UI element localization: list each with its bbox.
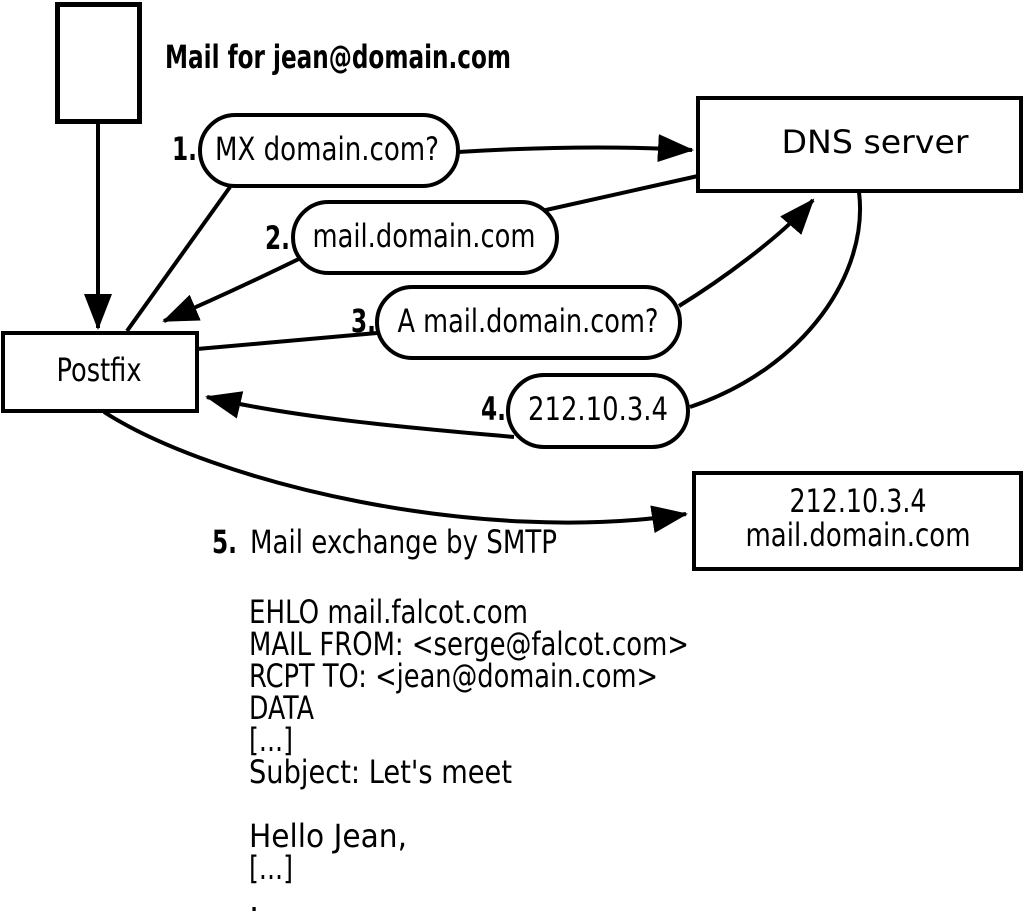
step3-number: 3. <box>351 302 376 340</box>
step3-to-dns-arrow <box>677 198 815 308</box>
mail-server-box <box>692 471 1023 571</box>
diagram-title: Mail for jean@domain.com <box>165 38 511 76</box>
dns-to-step4-line <box>689 191 862 409</box>
postfix-label: Postfix <box>57 351 142 389</box>
postfix-box <box>1 331 199 413</box>
step1-number: 1. <box>172 130 197 168</box>
envelope-icon <box>55 2 142 124</box>
smtp-line: EHLO mail.falcot.com <box>249 593 528 631</box>
step3-pill <box>375 285 682 360</box>
smtp-line: [...] <box>249 849 293 887</box>
smtp-line: MAIL FROM: <serge@falcot.com> <box>249 625 689 663</box>
smtp-line: . <box>249 881 259 919</box>
smtp-session: EHLO mail.falcot.com MAIL FROM: <serge@f… <box>249 593 689 919</box>
step1-label: MX domain.com? <box>215 130 439 168</box>
step4-label: 212.10.3.4 <box>528 390 668 428</box>
step4-to-postfix-arrow <box>205 391 515 439</box>
step1-to-dns-arrow <box>457 134 694 163</box>
step2-label: mail.domain.com <box>313 217 536 255</box>
smtp-line: Hello Jean, <box>249 817 407 855</box>
postfix-to-step3-line <box>196 331 378 351</box>
dns-server-box <box>696 96 1023 193</box>
mail-server-hostname: mail.domain.com <box>746 516 971 554</box>
step4-pill <box>506 373 690 449</box>
step4-number: 4. <box>481 390 506 428</box>
postfix-to-step1-line <box>125 185 232 333</box>
smtp-line: [...] <box>249 721 293 759</box>
step1-pill <box>198 113 460 188</box>
smtp-line: DATA <box>249 689 314 727</box>
mail-server-ip: 212.10.3.4 <box>790 482 927 520</box>
dns-server-label: DNS server <box>782 123 970 161</box>
dns-to-step2-line <box>536 174 699 214</box>
step5-label: Mail exchange by SMTP <box>250 523 557 561</box>
step3-label: A mail.domain.com? <box>398 302 659 340</box>
smtp-line: Subject: Let's meet <box>249 753 512 791</box>
step2-number: 2. <box>265 219 290 257</box>
step2-to-postfix-arrow <box>162 252 310 323</box>
step5-number: 5. <box>212 523 237 561</box>
step2-pill <box>291 200 559 275</box>
smtp-line: RCPT TO: <jean@domain.com> <box>249 657 658 695</box>
postfix-to-mailserver-arrow <box>102 410 688 534</box>
